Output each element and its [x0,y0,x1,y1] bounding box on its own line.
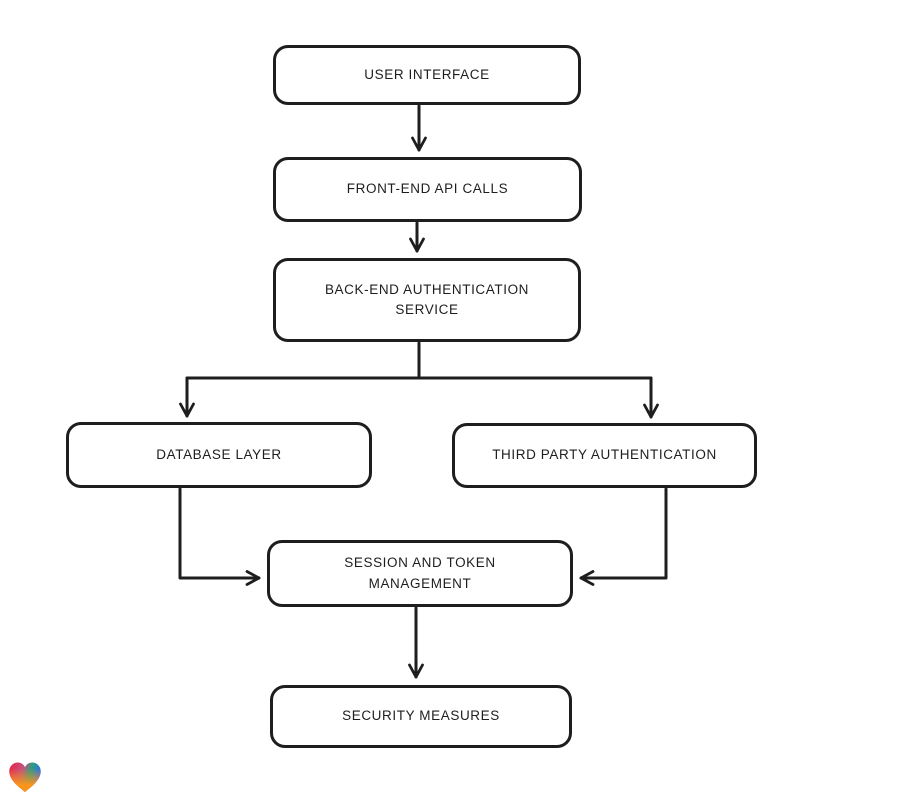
node-session-and-token-management: SESSION AND TOKEN MANAGEMENT [267,540,573,607]
node-front-end-api-calls: FRONT-END API CALLS [273,157,582,222]
node-label: BACK-END AUTHENTICATION SERVICE [324,281,530,317]
node-label: SESSION AND TOKEN MANAGEMENT [344,555,496,591]
node-back-end-authentication-service: BACK-END AUTHENTICATION SERVICE [273,258,581,342]
node-label: USER INTERFACE [364,66,490,82]
node-label: FRONT-END API CALLS [346,181,509,197]
edge-database-layer-to-session-and-token-management [178,487,261,586]
node-security-measures: SECURITY MEASURES [270,685,572,748]
edge-third-party-authentication-to-session-and-token-management [579,487,668,586]
lovable-heart-badge[interactable] [7,760,43,796]
gradient-heart-icon [9,762,41,793]
node-label: THIRD PARTY AUTHENTICATION [492,447,717,463]
node-label: DATABASE LAYER [156,446,282,462]
node-user-interface: USER INTERFACE [273,45,581,105]
node-third-party-authentication: THIRD PARTY AUTHENTICATION [452,423,757,488]
node-database-layer: DATABASE LAYER [66,422,372,488]
node-label: SECURITY MEASURES [342,708,500,724]
